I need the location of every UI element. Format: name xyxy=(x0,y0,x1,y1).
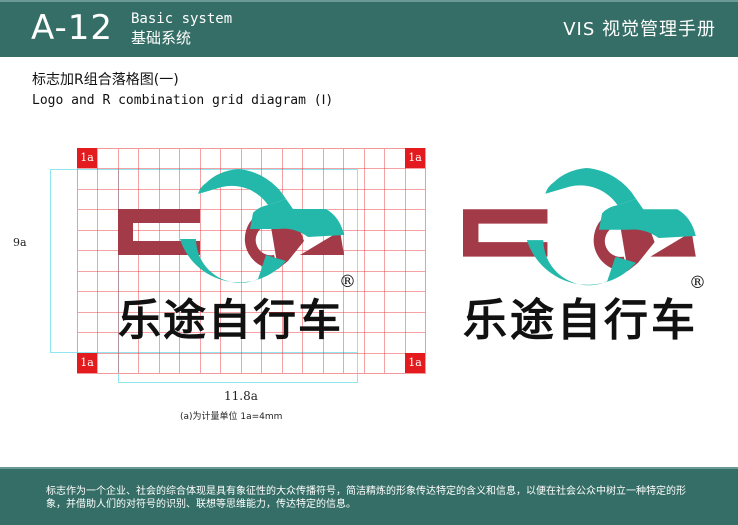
section-title-zh: 基础系统 xyxy=(131,29,192,47)
header-bar: A-12 Basic system 基础系统 VIS 视觉管理手册 xyxy=(0,0,738,57)
logo-grid-diagram: 乐途自行车 ® 乐途自行车 ® 1a 1a 1a 1a 9a 11.8a (a)… xyxy=(13,148,706,422)
registered-mark-plain: ® xyxy=(689,273,706,293)
footer-description: 标志作为一个企业、社会的综合体现是具有象征性的大众传播符号，简洁精炼的形象传达特… xyxy=(46,486,686,510)
page-title-en: Logo and R combination grid diagram (Ⅰ) xyxy=(32,93,334,108)
section-title-en: Basic system xyxy=(131,11,233,27)
logo-mark-plain xyxy=(463,168,696,286)
registered-mark-gridded: ® xyxy=(339,272,356,292)
height-label: 9a xyxy=(13,236,27,249)
logo-name-plain: 乐途自行车 xyxy=(463,295,698,346)
corner-tag-top-left: 1a xyxy=(77,148,97,168)
corner-tag-bottom-right: 1a xyxy=(405,353,425,373)
footer-bar: 标志作为一个企业、社会的综合体现是具有象征性的大众传播符号，简洁精炼的形象传达特… xyxy=(0,467,738,525)
manual-title: VIS 视觉管理手册 xyxy=(563,19,716,40)
corner-tag-top-right: 1a xyxy=(405,148,425,168)
logo-name-gridded: 乐途自行车 xyxy=(118,296,343,346)
grid-svg xyxy=(50,148,696,383)
corner-tag-bottom-left: 1a xyxy=(77,353,97,373)
page-title-zh: 标志加R组合落格图(一) xyxy=(32,72,179,88)
unit-note: (a)为计量单位 1a=4mm xyxy=(180,412,283,422)
width-label: 11.8a xyxy=(224,389,258,403)
page-code: A-12 xyxy=(31,8,114,48)
